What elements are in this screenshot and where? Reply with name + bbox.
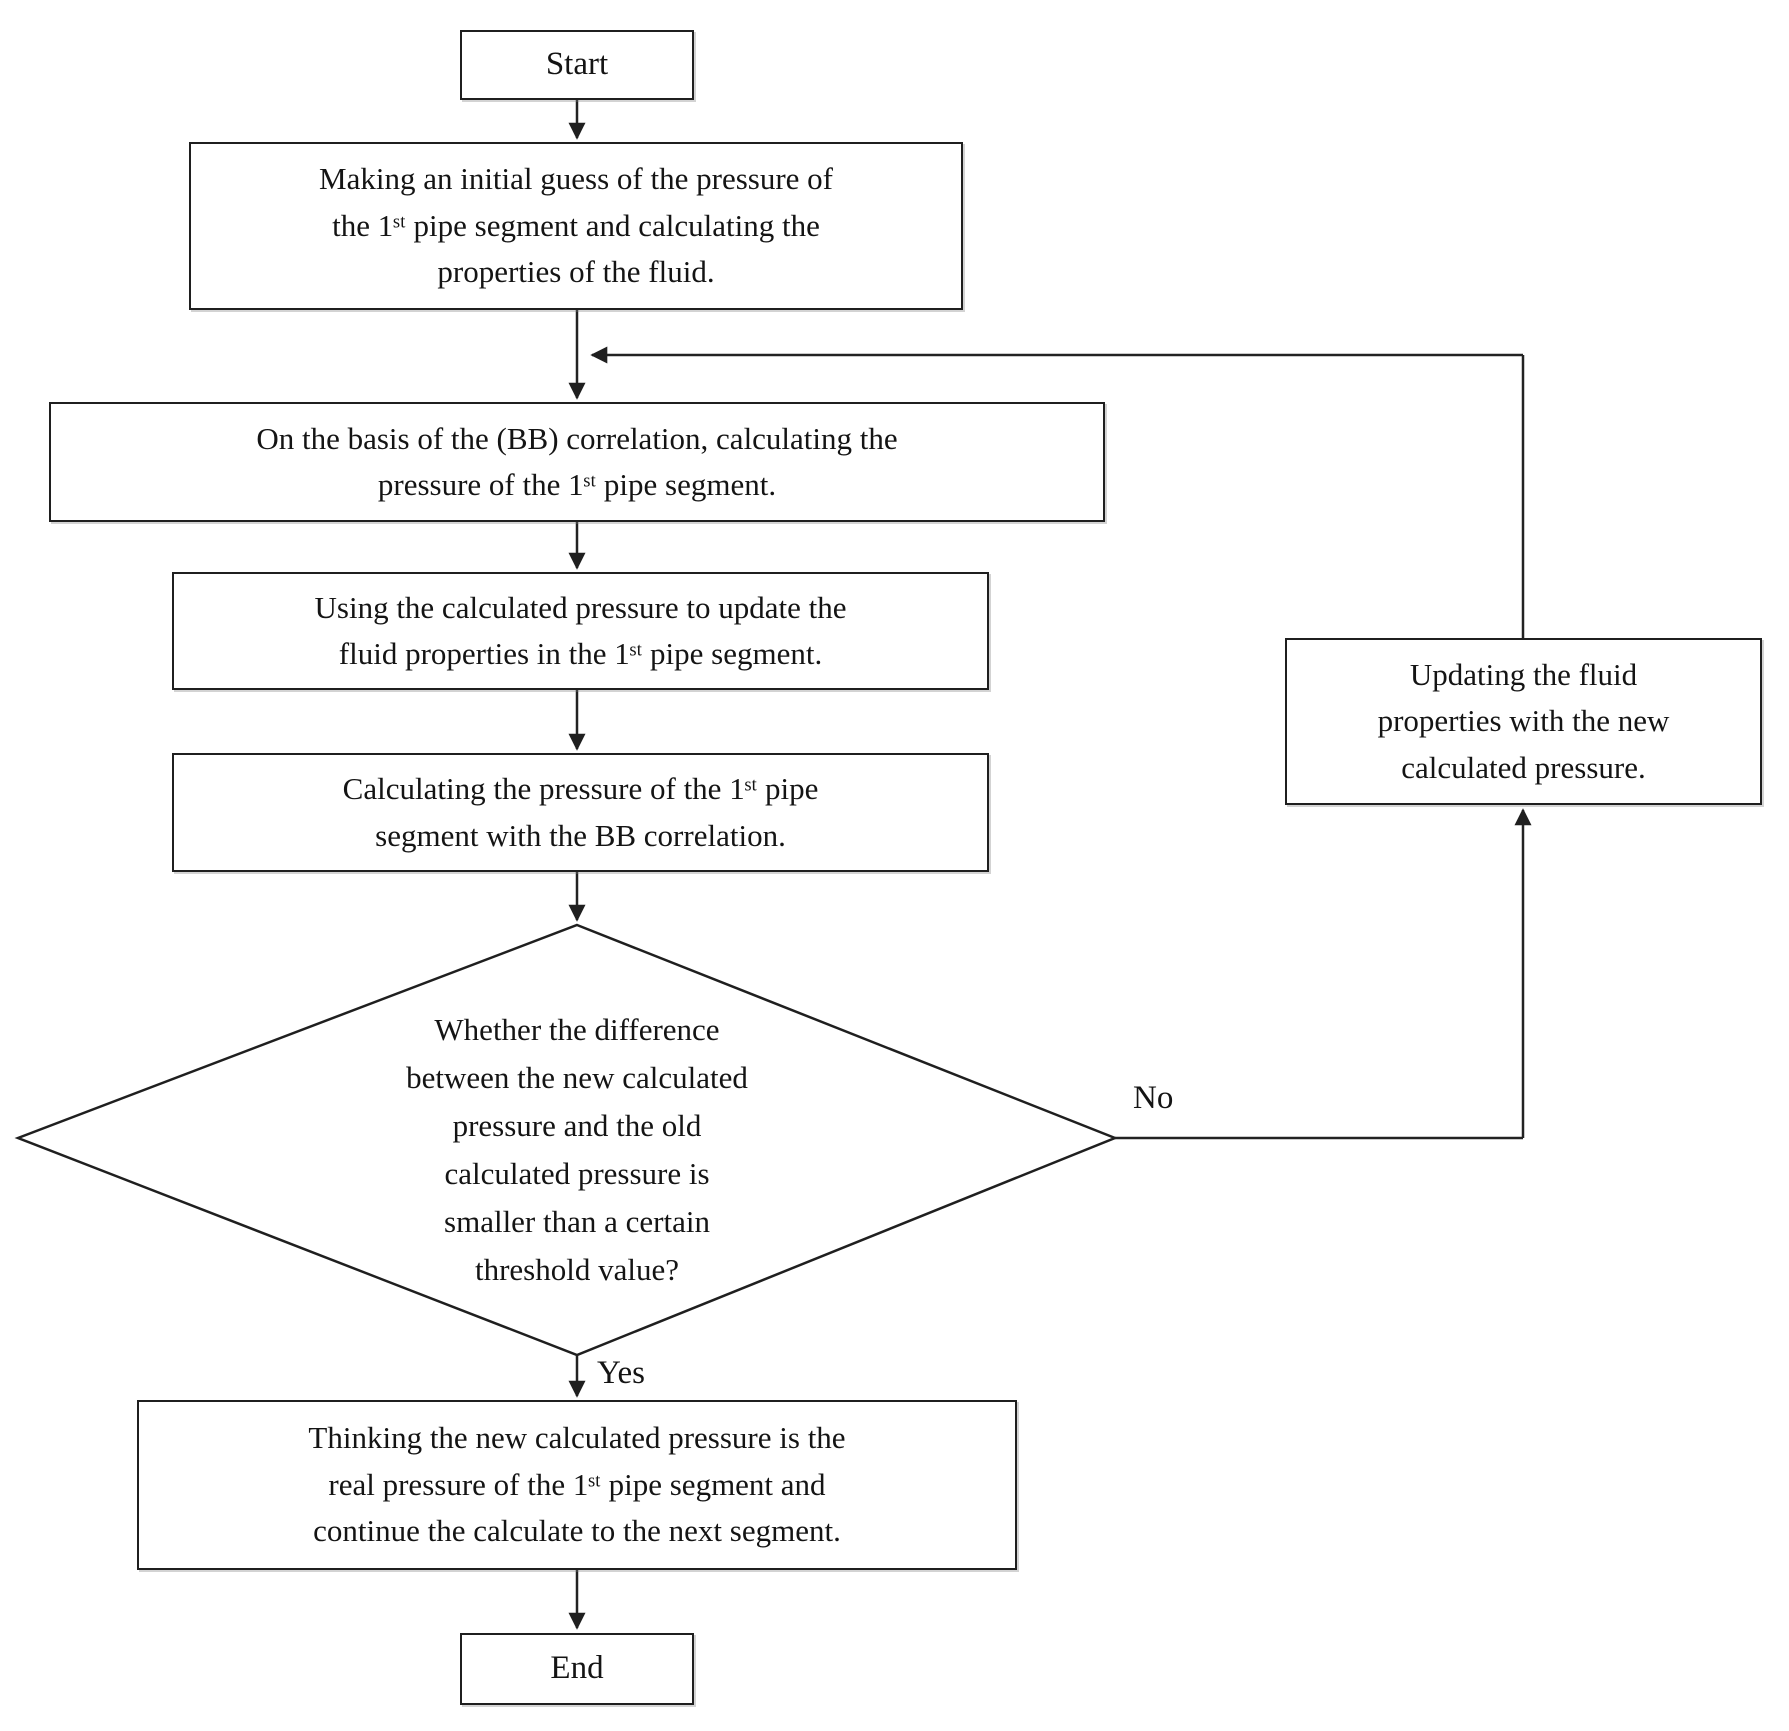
node-recalc-pressure: Calculating the pressure of the 1ˢᵗ pipe… (172, 753, 989, 872)
node-bb-first-calc: On the basis of the (BB) correlation, ca… (49, 402, 1105, 522)
node-update-fluid-props-label: Using the calculated pressure to update … (314, 589, 847, 672)
edge-label-no: No (1133, 1080, 1174, 1116)
node-update-fluid-props: Using the calculated pressure to update … (172, 572, 989, 690)
node-end-label: End (550, 1650, 604, 1687)
node-bb-first-calc-label: On the basis of the (BB) correlation, ca… (256, 420, 898, 503)
node-initial-guess-label: Making an initial guess of the pressure … (319, 161, 833, 290)
node-decision-label: Whether the difference between the new c… (406, 1011, 748, 1288)
node-start: Start (460, 30, 694, 100)
node-decision: Whether the difference between the new c… (307, 975, 847, 1325)
node-update-loop-label: Updating the fluid properties with the n… (1377, 656, 1670, 785)
node-start-label: Start (545, 46, 609, 83)
node-accept-pressure-label: Thinking the new calculated pressure is … (308, 1420, 846, 1549)
node-recalc-pressure-label: Calculating the pressure of the 1ˢᵗ pipe… (342, 771, 819, 853)
node-initial-guess: Making an initial guess of the pressure … (189, 142, 963, 310)
node-end: End (460, 1633, 694, 1705)
node-update-loop: Updating the fluid properties with the n… (1285, 638, 1762, 805)
edge-label-yes: Yes (597, 1355, 646, 1391)
node-accept-pressure: Thinking the new calculated pressure is … (137, 1400, 1017, 1570)
